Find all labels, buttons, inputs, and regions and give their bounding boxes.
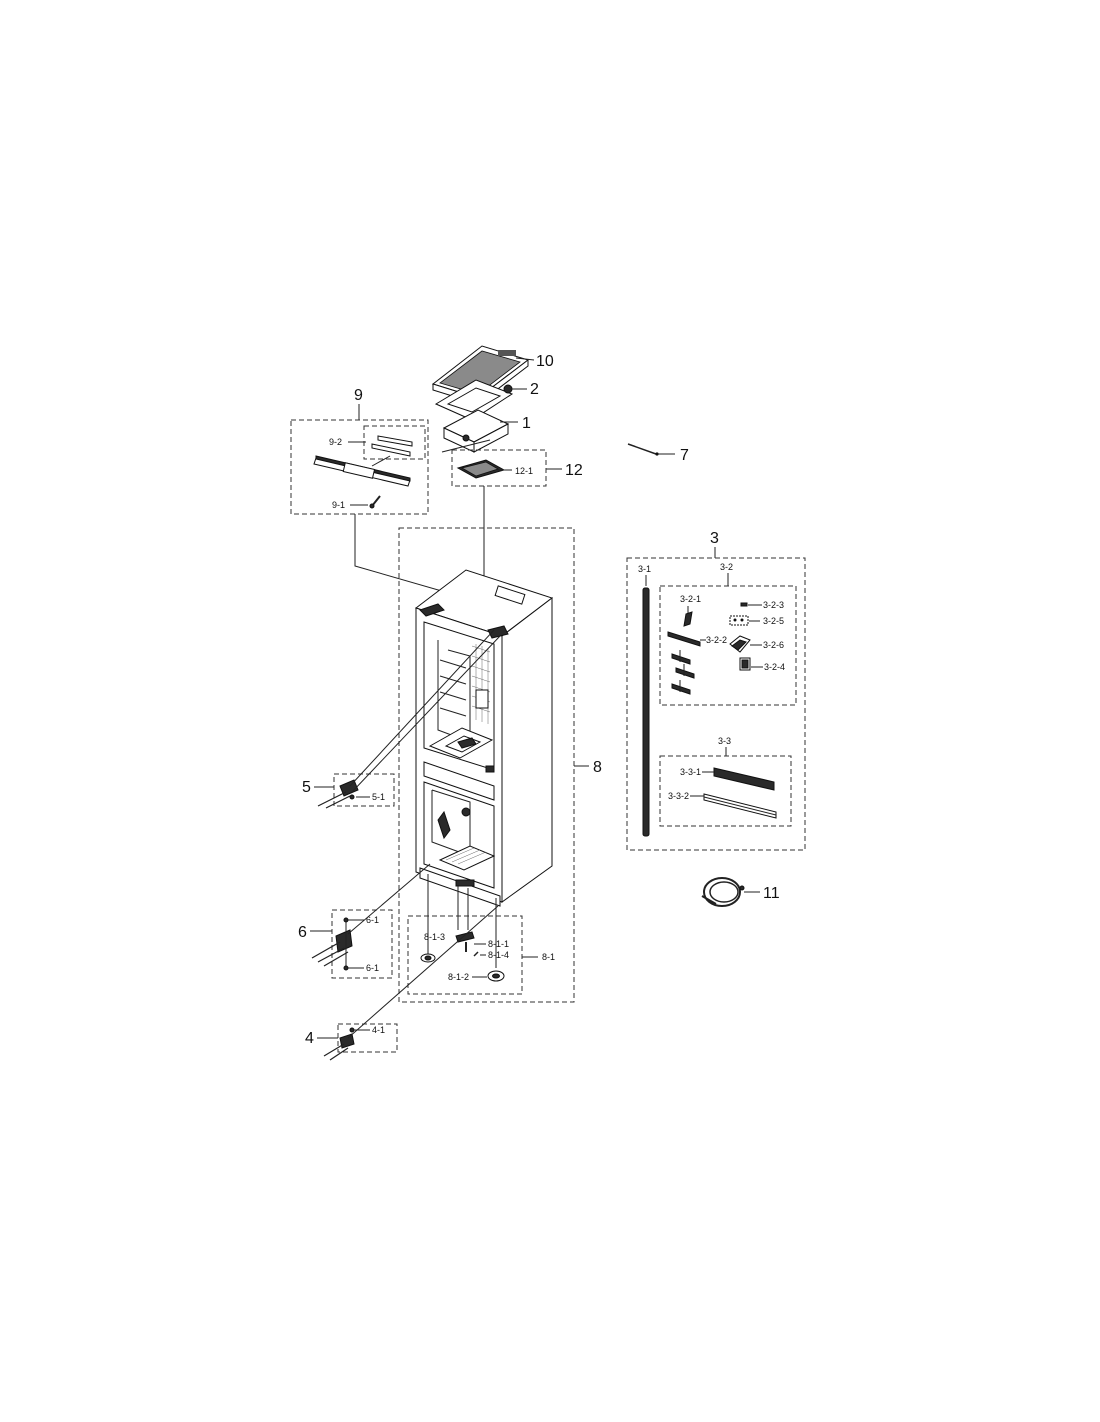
part-3-2-6 bbox=[729, 635, 751, 653]
part-3-2-1 bbox=[683, 606, 693, 627]
gasket-part-3-1 bbox=[642, 587, 650, 837]
screw-part-8-1-4 bbox=[473, 951, 479, 957]
label-8-1-4: 8-1-4 bbox=[488, 950, 509, 960]
wire-part-7 bbox=[627, 443, 675, 456]
screw-part-9-1 bbox=[369, 495, 381, 509]
label-11: 11 bbox=[763, 885, 780, 902]
refrigerator-cabinet bbox=[414, 569, 554, 907]
label-3-2-2: 3-2-2 bbox=[706, 635, 727, 645]
group-box-9 bbox=[290, 419, 429, 515]
label-9-2: 9-2 bbox=[329, 437, 342, 447]
clips-part-3-2 bbox=[671, 650, 695, 695]
foot-part-8-1-2 bbox=[487, 970, 505, 982]
part-3-2-5 bbox=[729, 615, 749, 626]
group-box-3 bbox=[626, 557, 806, 851]
top-bar-part-9 bbox=[313, 455, 411, 487]
group-box-12 bbox=[451, 449, 547, 487]
label-3-2-4: 3-2-4 bbox=[764, 662, 785, 672]
group-box-8 bbox=[398, 527, 575, 1003]
label-2: 2 bbox=[530, 381, 539, 398]
hose-part-11 bbox=[701, 877, 745, 907]
part-3-2-4 bbox=[739, 657, 751, 671]
label-9-1: 9-1 bbox=[332, 500, 345, 510]
label-7: 7 bbox=[680, 447, 689, 464]
label-3-3-2: 3-3-2 bbox=[668, 791, 689, 801]
part-3-2-3 bbox=[740, 602, 748, 607]
label-3-2-1: 3-2-1 bbox=[680, 594, 701, 604]
label-6-1-top: 6-1 bbox=[366, 915, 379, 925]
label-3: 3 bbox=[710, 530, 719, 547]
hinge-part-5 bbox=[317, 779, 359, 809]
label-8-1-1: 8-1-1 bbox=[488, 939, 509, 949]
label-3-2-5: 3-2-5 bbox=[763, 616, 784, 626]
label-3-3-1: 3-3-1 bbox=[680, 767, 701, 777]
group-box-3-2 bbox=[659, 585, 797, 706]
label-3-2-3: 3-2-3 bbox=[763, 600, 784, 610]
hinge-part-6 bbox=[311, 917, 353, 971]
foot-part-8-1-3 bbox=[420, 953, 436, 963]
group-box-5 bbox=[333, 773, 395, 807]
hinge-cover-part-9-2 bbox=[371, 435, 413, 457]
label-3-1: 3-1 bbox=[638, 564, 651, 574]
hinge-part-4 bbox=[323, 1027, 355, 1061]
label-8-1-3: 8-1-3 bbox=[424, 932, 445, 942]
label-4: 4 bbox=[305, 1030, 314, 1047]
pcb-part-12-1 bbox=[456, 459, 506, 479]
label-8-1-2: 8-1-2 bbox=[448, 972, 469, 982]
frame-part-2 bbox=[434, 379, 514, 421]
label-10: 10 bbox=[536, 353, 554, 370]
label-3-3: 3-3 bbox=[718, 736, 731, 746]
control-box-part-1 bbox=[442, 409, 510, 453]
group-box-3-3 bbox=[659, 755, 792, 827]
part-3-2-2 bbox=[667, 631, 701, 647]
label-1: 1 bbox=[522, 415, 531, 432]
label-5: 5 bbox=[302, 779, 311, 796]
label-4-1: 4-1 bbox=[372, 1025, 385, 1035]
label-12-1: 12-1 bbox=[515, 466, 533, 476]
label-6-1-bottom: 6-1 bbox=[366, 963, 379, 973]
group-box-8-1 bbox=[407, 915, 523, 995]
label-5-1: 5-1 bbox=[372, 792, 385, 802]
part-3-3-1 bbox=[713, 767, 775, 791]
label-6: 6 bbox=[298, 924, 307, 941]
label-3-2-6: 3-2-6 bbox=[763, 640, 784, 650]
label-8: 8 bbox=[593, 759, 602, 776]
label-12: 12 bbox=[565, 462, 583, 479]
label-9: 9 bbox=[354, 387, 363, 404]
part-3-3-2 bbox=[703, 793, 777, 819]
label-8-1: 8-1 bbox=[542, 952, 555, 962]
label-3-2: 3-2 bbox=[720, 562, 733, 572]
